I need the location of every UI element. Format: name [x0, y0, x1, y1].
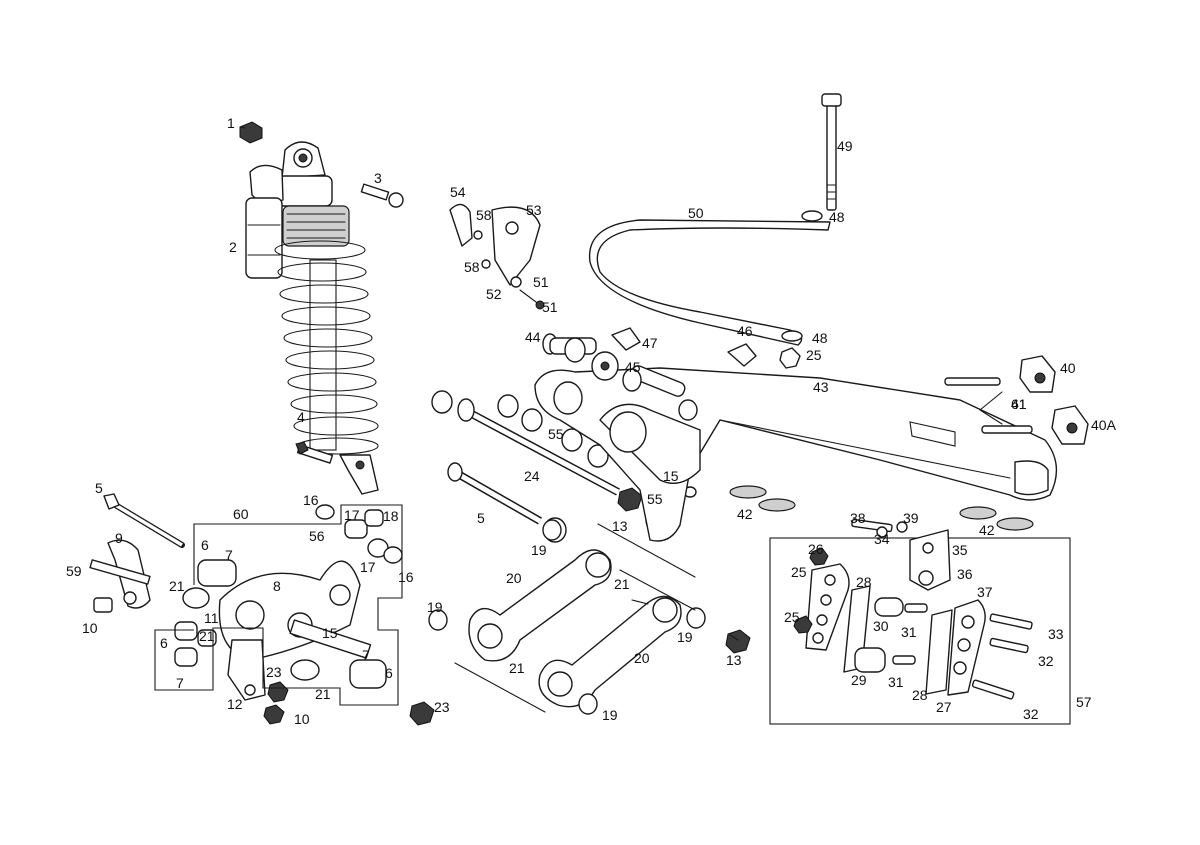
- callout-28: 28: [856, 574, 872, 590]
- callout-47: 47: [642, 335, 658, 351]
- callout-25: 25: [791, 564, 807, 580]
- leader-lines: [239, 126, 739, 641]
- callout-6: 6: [160, 635, 168, 651]
- swingarm-drawing: [534, 333, 1089, 542]
- callout-21: 21: [614, 576, 630, 592]
- callout-7: 7: [362, 647, 370, 663]
- callout-27: 27: [936, 699, 952, 715]
- callout-24: 24: [524, 468, 540, 484]
- callout-7: 7: [176, 675, 184, 691]
- callout-52: 52: [486, 286, 502, 302]
- callout-16: 16: [398, 569, 414, 585]
- adjuster-plates-drawing: [793, 518, 1033, 700]
- callout-5: 5: [95, 480, 103, 496]
- chain-slider-drawing: [588, 93, 842, 369]
- callout-17: 17: [344, 507, 360, 523]
- callout-4: 4: [297, 409, 305, 425]
- callout-19: 19: [677, 629, 693, 645]
- callout-7: 7: [225, 547, 233, 563]
- callout-16: 16: [303, 492, 319, 508]
- callout-3: 3: [374, 170, 382, 186]
- callout-25: 25: [784, 609, 800, 625]
- connecting-links-drawing: [428, 519, 706, 715]
- callout-15: 15: [322, 625, 338, 641]
- callout-2: 2: [229, 239, 237, 255]
- callout-53: 53: [526, 202, 542, 218]
- callout-60: 60: [233, 506, 249, 522]
- callout-57: 57: [1076, 694, 1092, 710]
- callout-21: 21: [509, 660, 525, 676]
- callout-40: 40: [1060, 360, 1076, 376]
- callout-43: 43: [813, 379, 829, 395]
- callout-25: 25: [806, 347, 822, 363]
- callout-55: 55: [647, 491, 663, 507]
- callout-45: 45: [625, 359, 641, 375]
- callout-35: 35: [952, 542, 968, 558]
- callout-44: 44: [525, 329, 541, 345]
- callout-23: 23: [434, 699, 450, 715]
- callout-10: 10: [294, 711, 310, 727]
- callout-54: 54: [450, 184, 466, 200]
- callout-30: 30: [873, 618, 889, 634]
- callout-13: 13: [726, 652, 742, 668]
- callout-15: 15: [663, 468, 679, 484]
- callout-10: 10: [82, 620, 98, 636]
- callout-32: 32: [1038, 653, 1054, 669]
- callout-29: 29: [851, 672, 867, 688]
- callout-42: 42: [979, 522, 995, 538]
- callout-55: 55: [548, 426, 564, 442]
- callout-31: 31: [888, 674, 904, 690]
- callout-49: 49: [837, 138, 853, 154]
- callout-51: 51: [542, 299, 558, 315]
- callout-41: 41: [1011, 396, 1027, 412]
- callout-21: 21: [199, 628, 215, 644]
- callout-6: 6: [201, 537, 209, 553]
- callout-19: 19: [602, 707, 618, 723]
- callout-labels: 1 2 3 4 5 5 6 6 6 7 7 7 8 9 10 10 11 12 …: [66, 115, 1117, 727]
- callout-20: 20: [634, 650, 650, 666]
- callout-61: 61: [1011, 396, 1027, 412]
- callout-34: 34: [874, 531, 890, 547]
- callout-21: 21: [169, 578, 185, 594]
- callout-58: 58: [476, 207, 492, 223]
- callout-59: 59: [66, 563, 82, 579]
- callout-20: 20: [506, 570, 522, 586]
- callout-9: 9: [115, 530, 123, 546]
- callout-33: 33: [1048, 626, 1064, 642]
- shock-absorber-drawing: [239, 121, 404, 495]
- callout-38: 38: [850, 510, 866, 526]
- callout-1: 1: [227, 115, 235, 131]
- callout-42: 42: [737, 506, 753, 522]
- callout-23: 23: [266, 664, 282, 680]
- callout-8: 8: [273, 578, 281, 594]
- callout-5: 5: [477, 510, 485, 526]
- callout-12: 12: [227, 696, 243, 712]
- callout-50: 50: [688, 205, 704, 221]
- callout-46: 46: [737, 323, 753, 339]
- callout-18: 18: [383, 508, 399, 524]
- callout-11: 11: [204, 610, 219, 626]
- callout-28: 28: [912, 687, 928, 703]
- callout-21: 21: [315, 686, 331, 702]
- callout-48: 48: [812, 330, 828, 346]
- bracket-drawing: [449, 203, 545, 310]
- callout-40a: 40A: [1091, 417, 1117, 433]
- callout-39: 39: [903, 510, 919, 526]
- callout-6: 6: [385, 665, 393, 681]
- callout-37: 37: [977, 584, 993, 600]
- callout-51: 51: [533, 274, 549, 290]
- callout-32: 32: [1023, 706, 1039, 722]
- callout-31: 31: [901, 624, 917, 640]
- callout-48: 48: [829, 209, 845, 225]
- callout-19: 19: [427, 599, 443, 615]
- callout-56: 56: [309, 528, 325, 544]
- callout-17: 17: [360, 559, 376, 575]
- callout-13: 13: [612, 518, 628, 534]
- callout-19: 19: [531, 542, 547, 558]
- callout-26: 26: [808, 541, 824, 557]
- linkage-lever-drawing: [89, 493, 435, 726]
- callout-58: 58: [464, 259, 480, 275]
- callout-36: 36: [957, 566, 973, 582]
